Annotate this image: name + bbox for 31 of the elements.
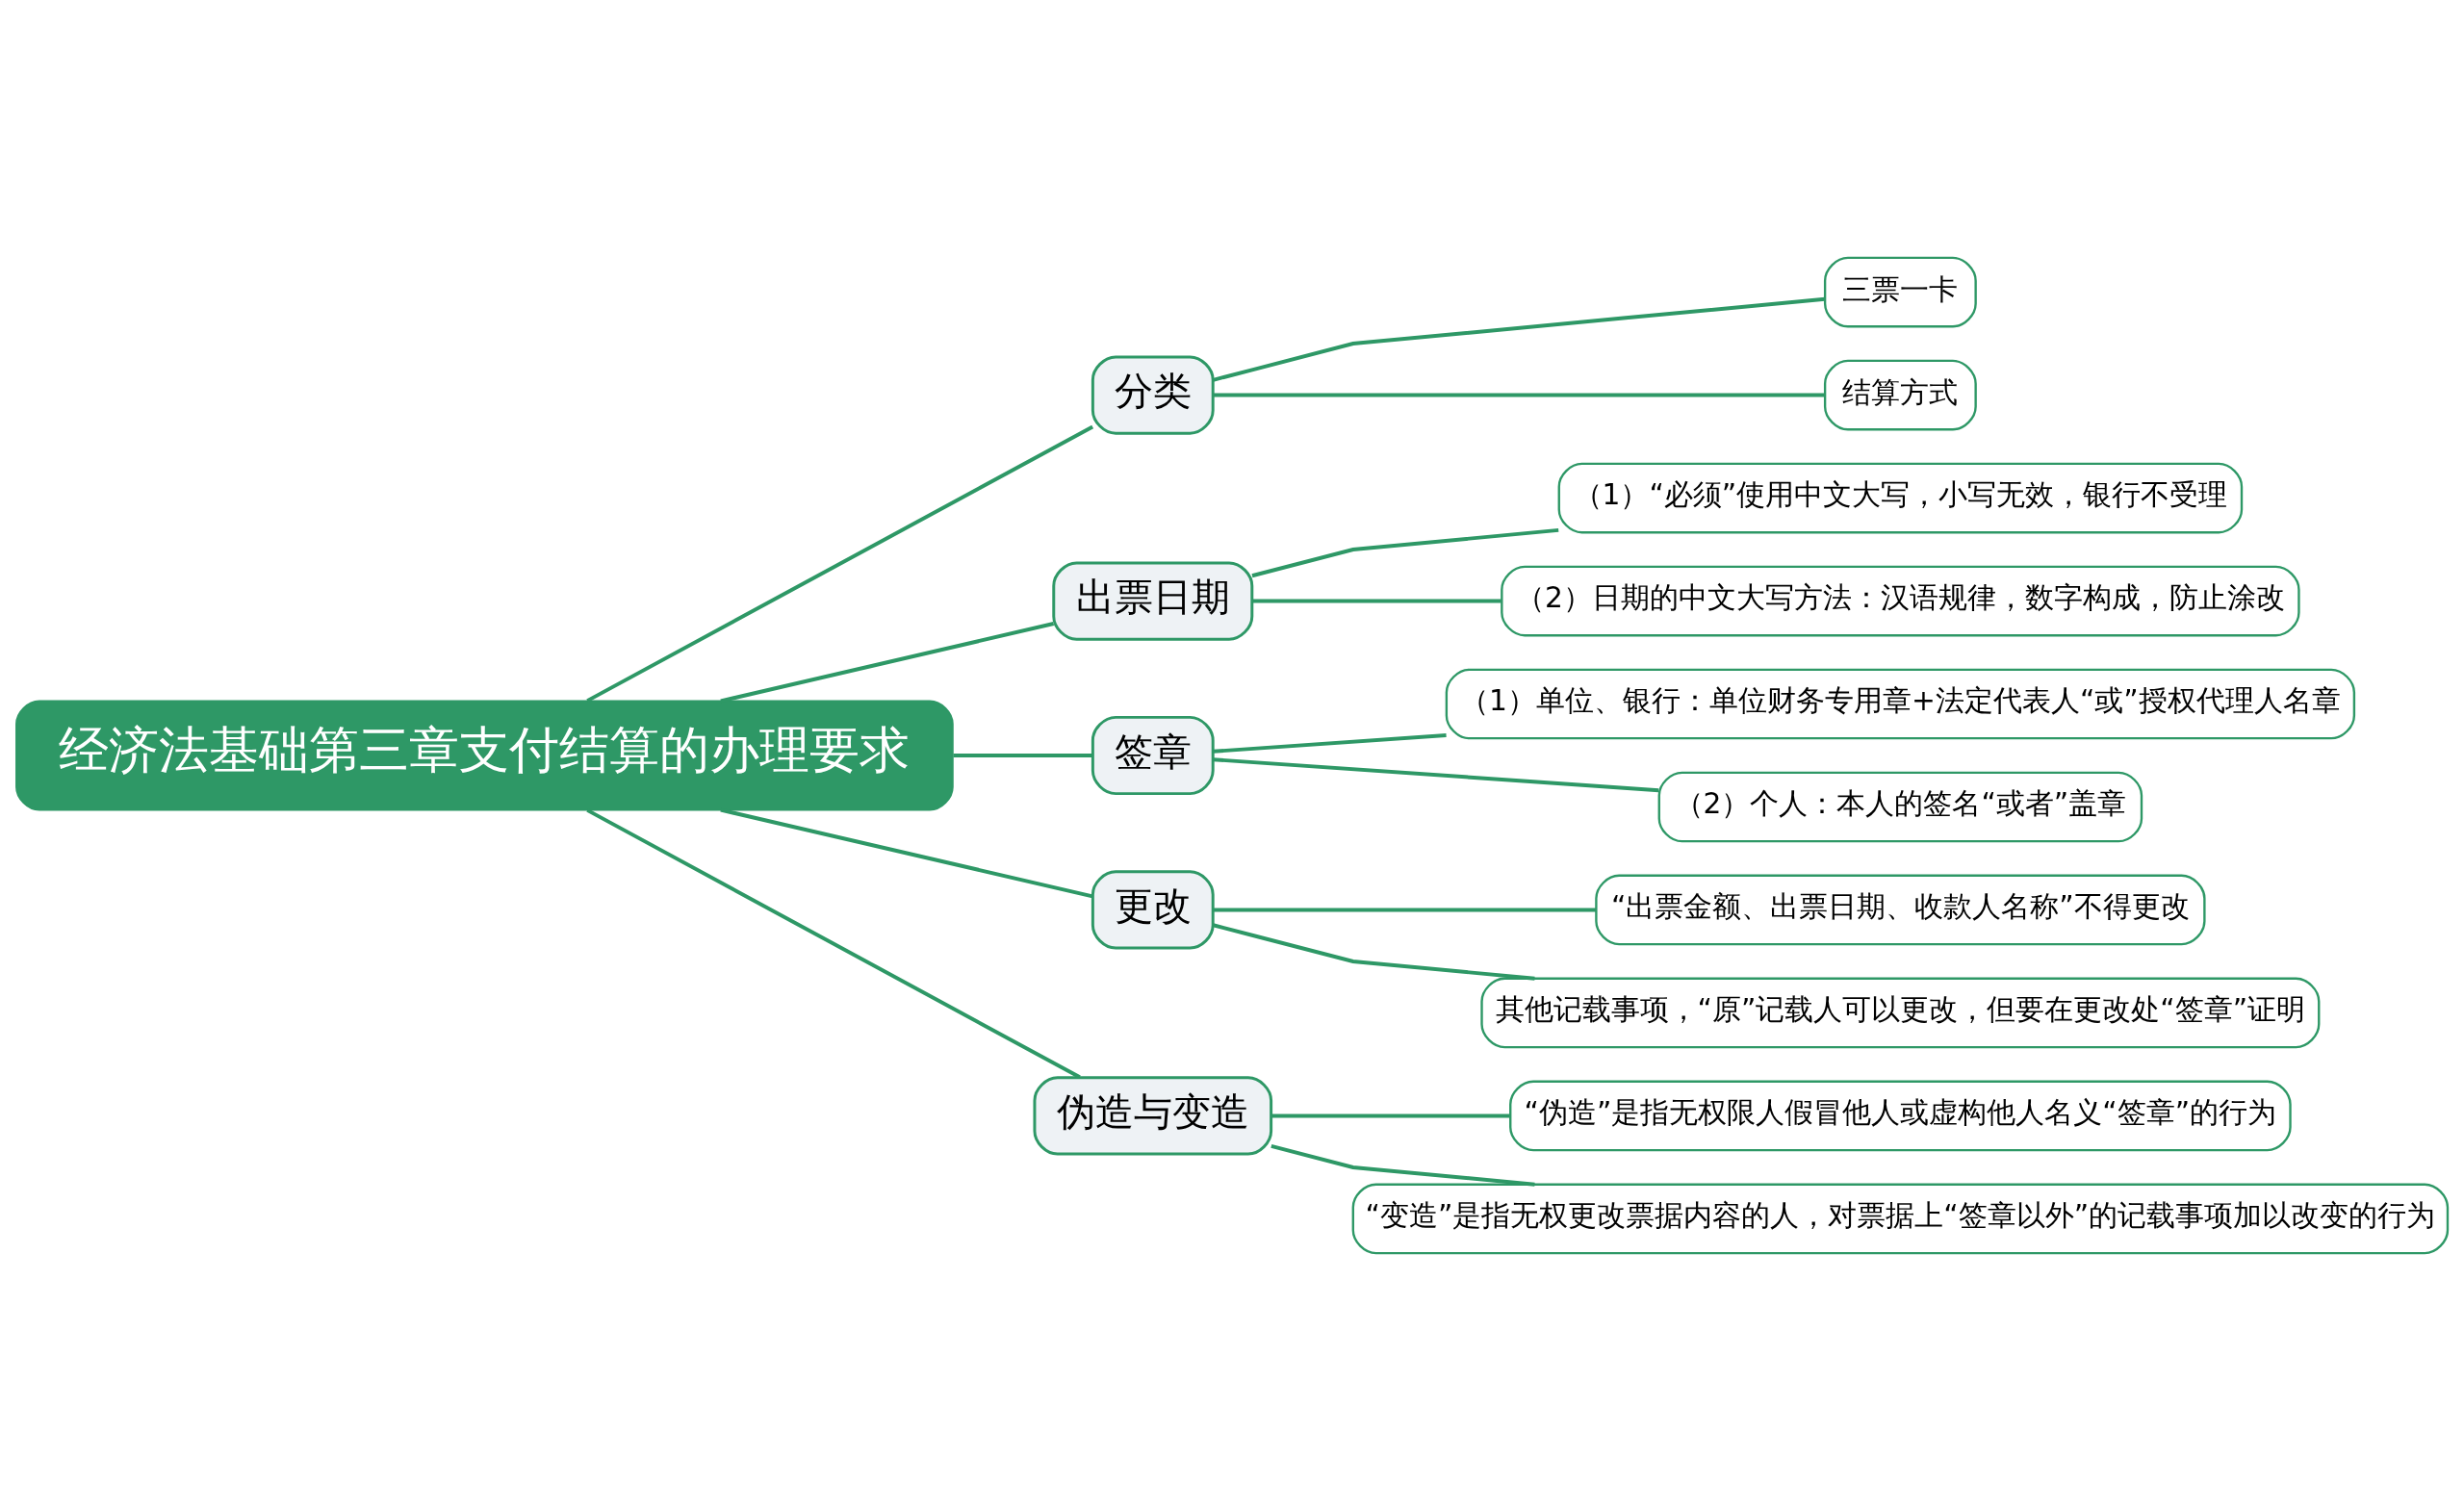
node-box: （2）日期的中文大写方法：汉语规律，数字构成，防止涂改 [1501,565,2300,636]
node-box: “变造”是指无权更改票据内容的人，对票据上“签章以外”的记载事项加以改变的行为 [1351,1183,2450,1254]
node-box: 其他记载事项，“原”记载人可以更改，但要在更改处“签章”证明 [1480,977,2321,1048]
connector [1271,1113,1510,1117]
node-box: 三票一卡 [1823,256,1977,327]
connector [1213,908,1597,911]
node-box: （1）“必须”使用中文大写，小写无效，银行不受理 [1557,462,2244,533]
node-box: 分类 [1091,354,1215,435]
node-box: 伪造与变造 [1033,1075,1273,1156]
node-box: （1）单位、银行：单位财务专用章+法定代表人“或”授权代理人名章 [1445,668,2356,739]
connector [1270,1143,1535,1187]
connector [1212,296,1826,382]
connector [586,807,1081,1079]
node-box: “出票金额、出票日期、收款人名称”不得更改 [1595,874,2206,945]
connector [1213,732,1447,754]
connector [586,424,1094,703]
connector [1213,756,1659,792]
connector [953,753,1092,757]
connector [1251,527,1559,577]
node-box: （2）个人：本人的签名“或者”盖章 [1657,771,2143,842]
node-box: 更改 [1091,869,1215,950]
node-box: 经济法基础第三章支付结算的办理要求 [15,700,954,810]
node-box: 结算方式 [1823,359,1977,430]
connector [1212,922,1535,981]
node-box: 签章 [1091,715,1215,795]
connector [720,621,1055,703]
connector [1213,393,1825,397]
node-box: “伪造”是指无权限人假冒他人或虚构他人名义“签章”的行为 [1509,1080,2292,1151]
connector [720,807,1093,898]
connector [1252,599,1502,602]
node-box: 出票日期 [1052,560,1254,641]
